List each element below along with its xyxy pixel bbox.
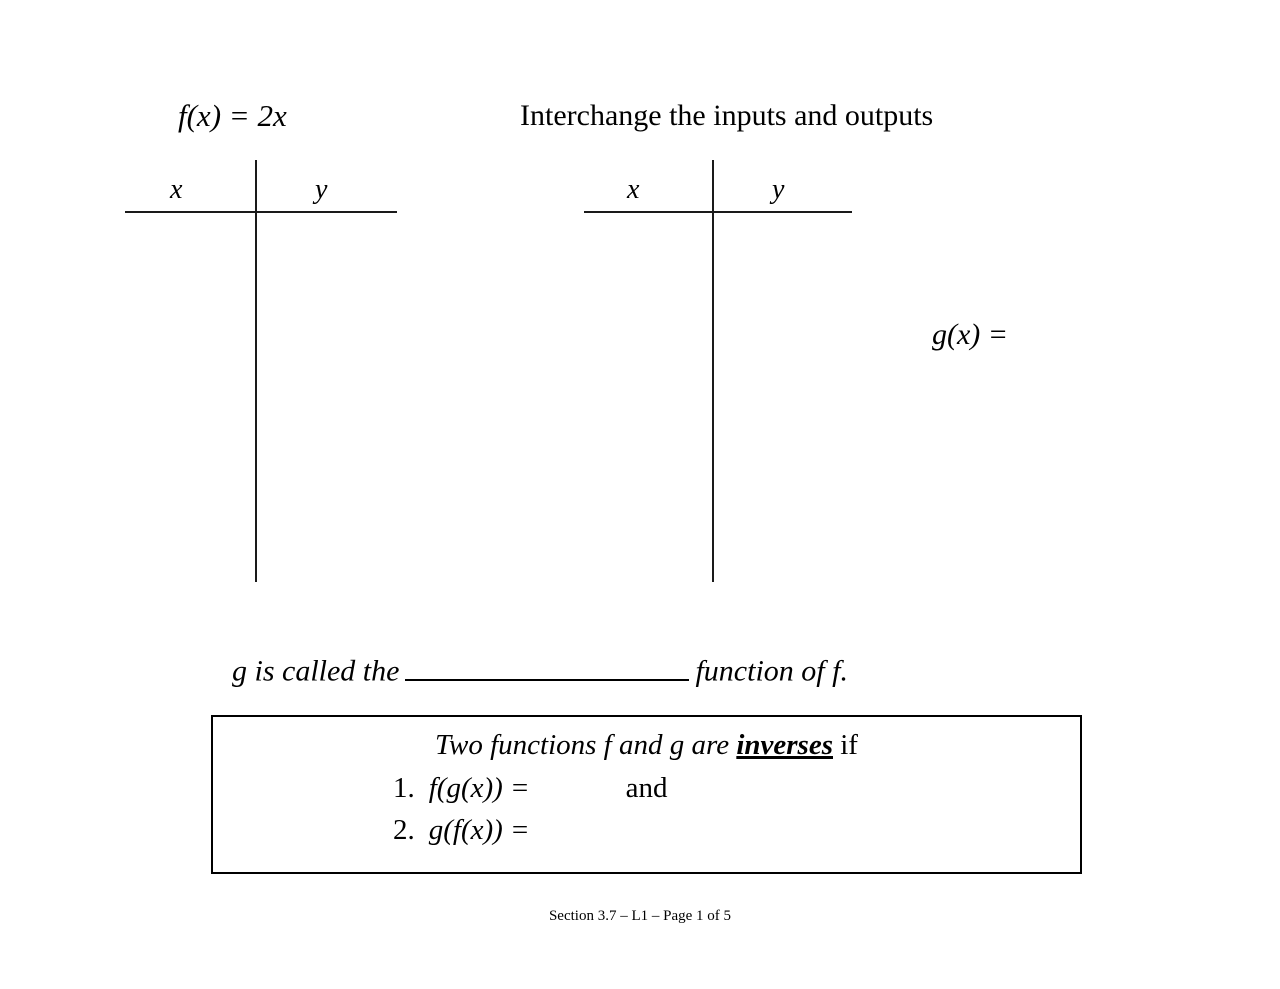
page-footer-text: Section 3.7 – L1 – Page 1 of 5 [548,908,732,924]
column-header-x: x [170,174,183,205]
xy-table-left: x y [125,160,400,585]
column-header-y: y [772,174,785,205]
function-g-definition-text: g(x) = [932,318,1009,351]
interchange-heading: Interchange the inputs and outputs [520,99,933,133]
definition-item-1-conjunction: and [625,772,668,804]
definition-item-1: 1. f(g(x)) = and [393,772,668,805]
fill-in-blank[interactable] [405,647,690,681]
definition-item-1-number: 1. [393,772,415,804]
column-header-y: y [315,174,328,205]
definition-title-prefix: Two functions f and g are [435,729,730,761]
function-f-definition: f(x) = 2x [178,98,287,134]
definition-title: Two functions f and g are inverses if [213,729,1080,762]
definition-title-emphasis: inverses [736,729,833,761]
table-vertical-rule [712,160,714,582]
function-f-definition-text: f(x) = 2x [178,98,287,133]
definition-item-1-expression: f(g(x)) = [428,772,530,804]
xy-table-right: x y [584,160,856,585]
interchange-heading-text: Interchange the inputs and outputs [520,99,934,132]
column-header-x: x [627,174,640,205]
definition-item-2: 2. g(f(x)) = [393,814,530,847]
inverse-naming-sentence: g is called the function of f. [232,647,848,689]
definition-item-2-expression: g(f(x)) = [428,814,530,846]
page-footer: Section 3.7 – L1 – Page 1 of 5 [0,908,1280,925]
definition-item-2-number: 2. [393,814,415,846]
table-horizontal-rule [584,211,852,213]
sentence-prefix: g is called the [232,654,400,688]
definition-title-suffix: if [840,729,858,761]
function-g-definition: g(x) = [932,318,1008,352]
table-vertical-rule [255,160,257,582]
sentence-suffix: function of f. [695,654,848,688]
table-horizontal-rule [125,211,397,213]
inverse-definition-box: Two functions f and g are inverses if 1.… [211,715,1082,874]
